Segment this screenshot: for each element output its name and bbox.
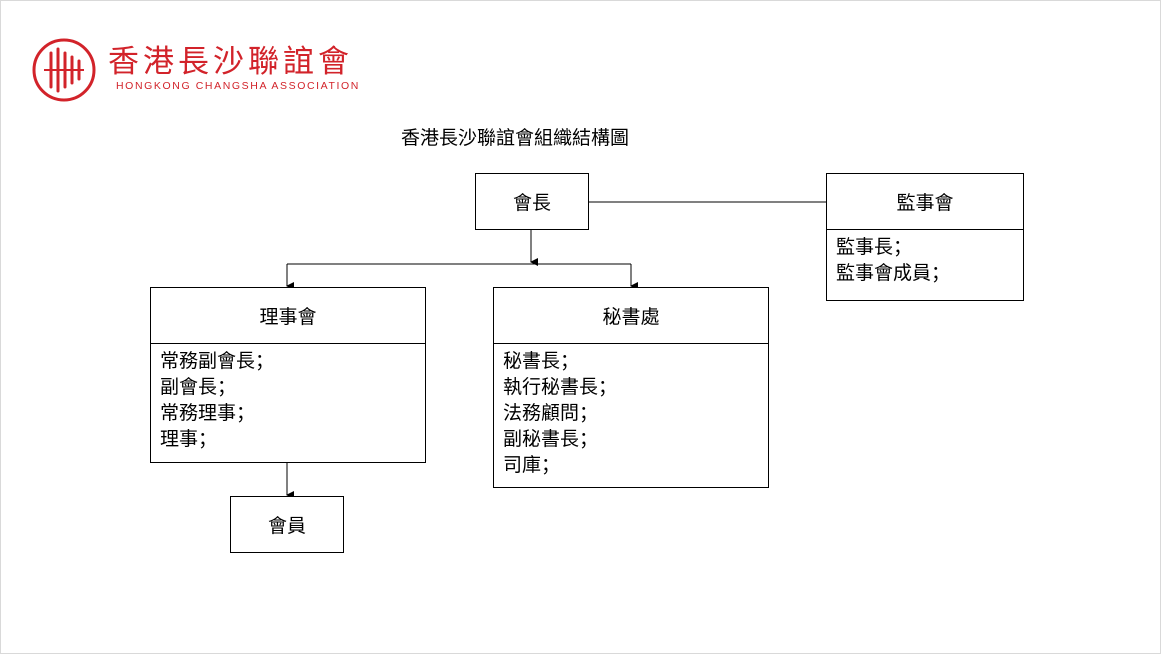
president-label: 會長 [512,192,551,214]
secretariat-title: 秘書處 [494,288,768,344]
list-item: 副秘書長； [503,428,599,450]
association-logo-icon [32,38,96,102]
council-title: 理事會 [151,288,425,344]
supervisory-board-members: 監事長； 監事會成員； [827,230,1023,286]
list-item: 秘書長； [503,350,580,372]
list-item: 監事會成員； [836,262,951,284]
members-box: 會員 [230,496,344,553]
list-item: 執行秘書長； [503,376,618,398]
president-box: 會長 [475,173,589,230]
list-item: 常務副會長； [160,350,275,372]
diagram-title: 香港長沙聯誼會組織結構圖 [401,127,630,149]
members-label: 會員 [267,515,306,537]
supervisory-board-title: 監事會 [827,174,1023,230]
council-box: 理事會 常務副會長； 副會長； 常務理事； 理事； [150,287,426,463]
list-item: 法務顧問； [503,402,599,424]
secretariat-members: 秘書長； 執行秘書長； 法務顧問； 副秘書長； 司庫； [494,344,768,478]
list-item: 常務理事； [160,402,256,424]
list-item: 理事； [160,428,218,450]
council-members: 常務副會長； 副會長； 常務理事； 理事； [151,344,425,452]
supervisory-board-box: 監事會 監事長； 監事會成員； [826,173,1024,301]
list-item: 副會長； [160,376,237,398]
list-item: 司庫； [503,454,561,476]
logo-title: 香港長沙聯誼會 [108,44,353,80]
list-item: 監事長； [836,236,913,258]
logo-subtitle: HONGKONG CHANGSHA ASSOCIATION [116,80,360,92]
secretariat-box: 秘書處 秘書長； 執行秘書長； 法務顧問； 副秘書長； 司庫； [493,287,769,488]
